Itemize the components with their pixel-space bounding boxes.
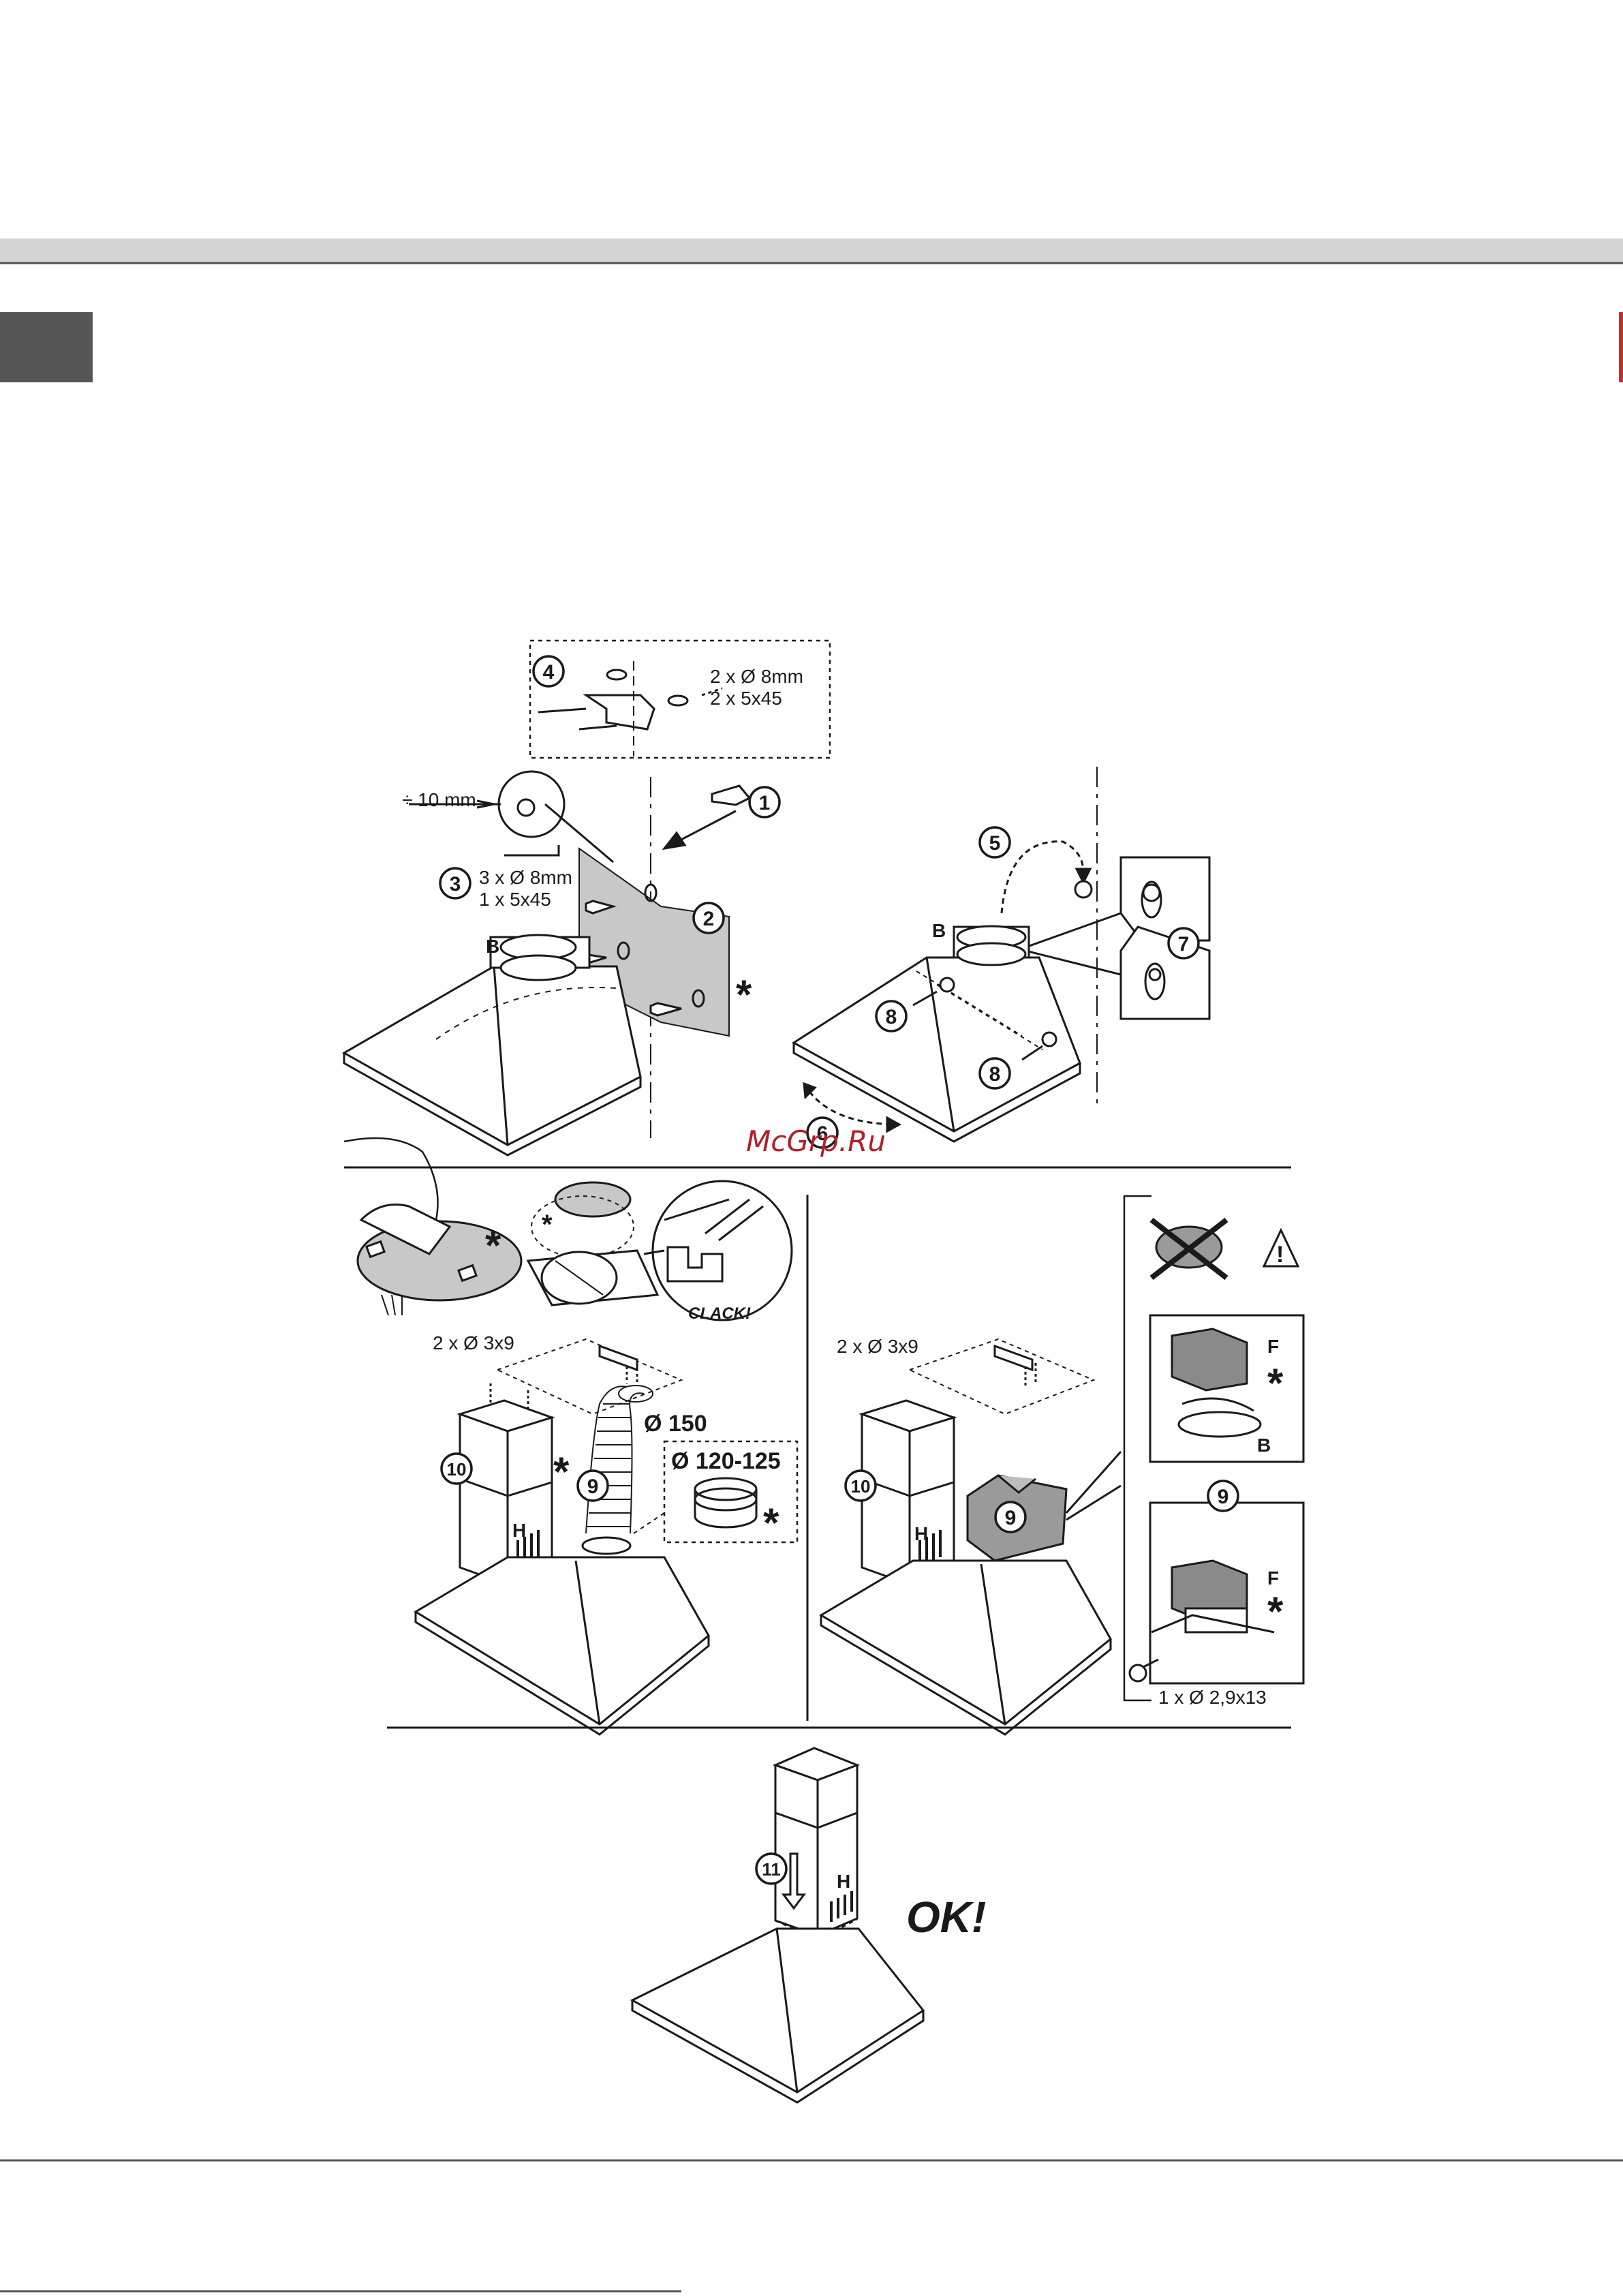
bracket-fixings-line-2: 2 x 5x45	[710, 688, 782, 709]
step-number-1: 1	[759, 792, 771, 814]
hood-middle-right	[821, 1561, 1111, 1734]
step-number-3: 3	[450, 873, 461, 896]
chimney-final	[775, 1748, 857, 1940]
filter-f-2: F	[1267, 1567, 1279, 1589]
step-number-7: 7	[1178, 933, 1190, 955]
panel-finished	[632, 1748, 923, 2102]
template-disc-2	[555, 1182, 630, 1216]
panel-recirculation	[821, 1196, 1303, 1734]
step-number-8b: 8	[989, 1063, 1001, 1086]
chimney-right	[862, 1400, 954, 1585]
optional-mark-template: *	[485, 1223, 501, 1268]
step-number-4: 4	[543, 661, 555, 684]
wall-fixings-line-1: 3 x Ø 8mm	[479, 867, 572, 888]
duct-150-label: Ø 150	[644, 1411, 707, 1437]
small-screw-label: 1 x Ø 2,9x13	[1158, 1687, 1267, 1708]
step-number-9b: 9	[1005, 1507, 1017, 1529]
bracket-1-icon	[712, 786, 749, 805]
optional-mark-valve: *	[542, 1210, 553, 1240]
flex-duct-150	[586, 1386, 653, 1533]
header-band	[0, 239, 1623, 263]
step-number-11: 11	[762, 1859, 781, 1880]
hood-final	[632, 1929, 923, 2102]
step-number-2: 2	[703, 908, 715, 930]
gap-detail-circle	[499, 771, 564, 837]
step-number-5: 5	[989, 832, 1001, 855]
right-edge-mark	[1619, 312, 1623, 382]
clack-label: CLACK!	[688, 1304, 751, 1323]
panel-ducted	[344, 1138, 797, 1734]
section-tab	[0, 312, 93, 382]
filter-point-b: B	[1257, 1435, 1271, 1456]
chimney-left	[460, 1383, 552, 1585]
hood-right	[794, 926, 1080, 1142]
optional-mark-reducer: *	[763, 1500, 779, 1546]
lift-arrow-5	[1002, 842, 1083, 913]
wall-fixings-line-2: 1 x 5x45	[479, 889, 551, 910]
optional-mark-filter-2: *	[1267, 1589, 1284, 1634]
duct-120-label: Ø 120-125	[671, 1448, 781, 1474]
step-number-8a: 8	[886, 1006, 897, 1028]
filter-f-1: F	[1267, 1336, 1279, 1357]
point-b-right: B	[932, 920, 946, 941]
gap-label: ÷ 10 mm	[402, 789, 476, 810]
watermark-text: McGrp.Ru	[746, 1124, 886, 1158]
bracket-fixings-line-1: 2 x Ø 8mm	[710, 666, 803, 687]
step-number-10a: 10	[447, 1459, 467, 1480]
step-number-9c: 9	[1218, 1486, 1229, 1508]
chimney-h-final: H	[837, 1871, 850, 1892]
optional-mark-chimney: *	[553, 1449, 570, 1495]
bracket-detail-box	[530, 641, 830, 758]
ok-label: OK!	[906, 1893, 986, 1942]
step-number-9a: 9	[587, 1475, 599, 1498]
chimney-h-left: H	[512, 1520, 526, 1541]
hood-left	[344, 935, 640, 1155]
chimney-h-right: H	[914, 1523, 928, 1544]
warning-exclamation: !	[1276, 1242, 1284, 1268]
screws-right-label: 2 x Ø 3x9	[837, 1336, 918, 1357]
screws-left-label: 2 x Ø 3x9	[433, 1332, 514, 1353]
optional-mark-wall-plate: *	[736, 972, 752, 1017]
step-number-10b: 10	[851, 1476, 871, 1497]
panel-wall-fixing	[344, 641, 830, 1155]
optional-mark-filter-1: *	[1267, 1360, 1284, 1406]
detail-box-7a	[1121, 857, 1209, 940]
point-b-left: B	[486, 936, 499, 957]
wall-bracket-icon	[586, 695, 654, 729]
